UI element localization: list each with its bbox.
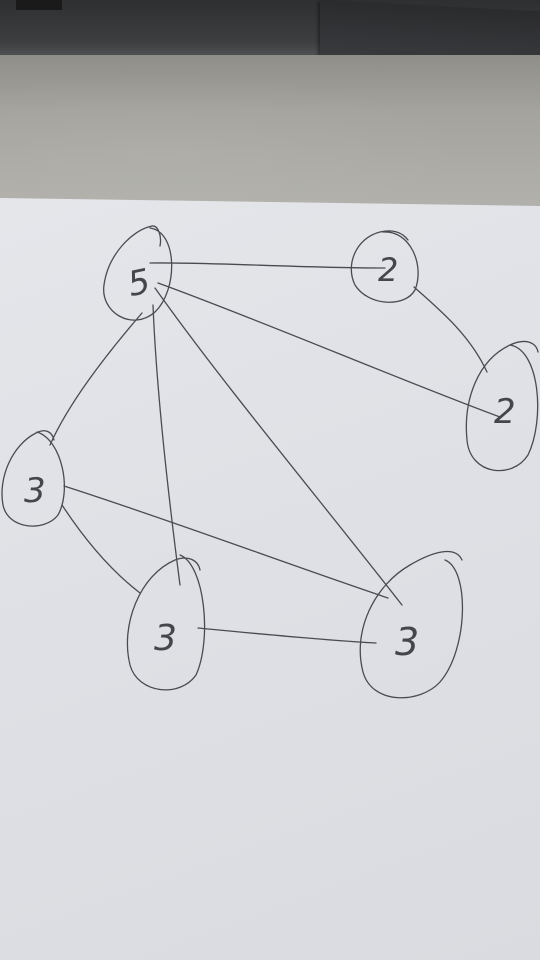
node-n2: 2 [350, 230, 419, 303]
node-n3: 2 [465, 340, 539, 472]
edge-n1-n5 [152, 304, 181, 586]
node-n4-circle [1, 430, 65, 527]
desk-surface [0, 55, 540, 215]
edge-n1-n6 [154, 287, 403, 606]
dark-object [16, 0, 62, 10]
node-n3-label: 2 [494, 392, 516, 432]
edge-n2-n3 [413, 286, 488, 373]
edge-n1-n4 [49, 312, 143, 446]
edge-n4-n5 [61, 504, 141, 594]
node-n2-label: 2 [378, 251, 398, 289]
node-n6: 3 [359, 550, 464, 699]
node-n4: 3 [1, 430, 65, 527]
graph-edges [49, 262, 501, 644]
edge-n1-n2 [149, 262, 386, 269]
node-n2-circle [350, 230, 419, 303]
node-n1-circle [103, 225, 173, 321]
node-n6-circle [359, 550, 464, 699]
node-n3-circle [465, 340, 539, 472]
edge-n5-n6 [197, 627, 377, 644]
node-n1: 5 [103, 225, 173, 321]
paper-sheet [0, 198, 540, 960]
node-n1-label: 5 [124, 261, 153, 305]
node-n5-circle [126, 554, 206, 691]
edge-n1-n3 [157, 282, 501, 418]
node-n4-label: 3 [24, 471, 46, 511]
node-n6-label: 3 [395, 620, 419, 664]
edge-n4-n6 [63, 485, 389, 599]
node-n5: 3 [126, 554, 206, 691]
graph-nodes: 5 2 2 3 3 3 [1, 225, 539, 699]
node-n5-label: 3 [154, 618, 177, 659]
